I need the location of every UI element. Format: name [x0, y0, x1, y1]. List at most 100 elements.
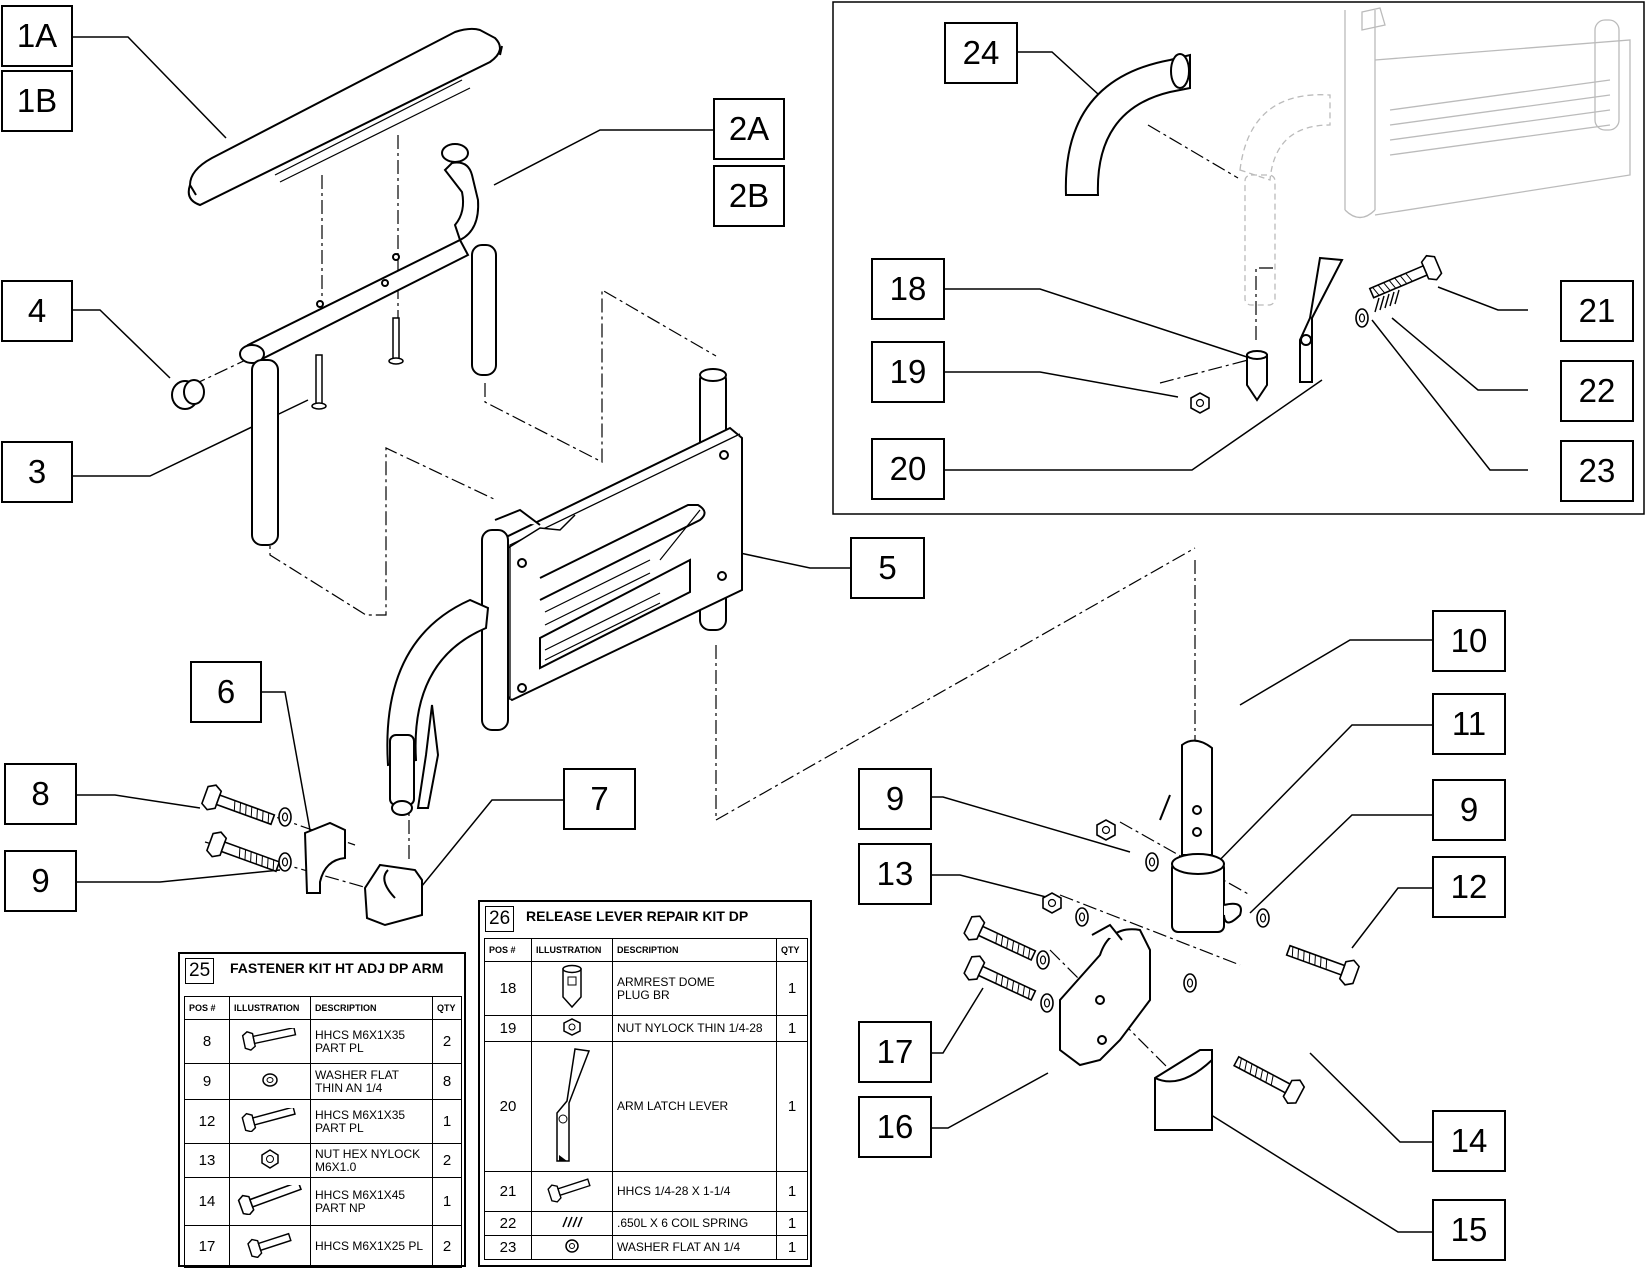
- table-row: 17 HHCS M6X1X25 PL 2: [184, 1225, 462, 1268]
- callout-15: 15: [1432, 1199, 1506, 1261]
- end-cap-4: [171, 379, 205, 410]
- callout-9-right-left: 9: [858, 768, 932, 830]
- callout-18: 18: [871, 258, 945, 320]
- callout-7: 7: [563, 768, 636, 830]
- row-pos: 22: [484, 1211, 532, 1236]
- washer-17: [1040, 993, 1054, 1013]
- row-qty: 2: [432, 1019, 462, 1064]
- latch-lever-icon: [531, 1041, 613, 1172]
- callout-11: 11: [1432, 693, 1506, 755]
- callout-10: 10: [1432, 610, 1506, 672]
- bolt-17-lower: [961, 952, 1040, 1009]
- callout-23: 23: [1560, 440, 1634, 502]
- row-qty: 2: [432, 1143, 462, 1178]
- ghost-frame: [1239, 7, 1631, 306]
- callout-13: 13: [858, 843, 932, 905]
- callout-21: 21: [1560, 280, 1634, 342]
- armrest-pad: [187, 27, 503, 207]
- dome-plug-icon: [531, 961, 613, 1016]
- washer-9-mid: [1075, 907, 1089, 927]
- row-qty: 1: [776, 1211, 808, 1236]
- row-description: ARM LATCH LEVER: [612, 1041, 777, 1172]
- callout-9-right: 9: [1432, 779, 1506, 841]
- table-row: 23 WASHER FLAT AN 1/4 1: [484, 1235, 808, 1260]
- washer-9-lower: [278, 852, 292, 872]
- callout-12: 12: [1432, 856, 1506, 918]
- row-pos: 12: [184, 1099, 230, 1144]
- short-bolt-icon: [229, 1225, 311, 1268]
- row-qty: 1: [432, 1099, 462, 1144]
- callout-8: 8: [4, 763, 77, 825]
- callout-1A: 1A: [1, 5, 73, 67]
- row-qty: 1: [776, 1171, 808, 1212]
- header-qty: QTY: [432, 996, 462, 1020]
- callout-14: 14: [1432, 1110, 1506, 1172]
- washer-17b: [1036, 950, 1050, 970]
- table-row: 20 ARM LATCH LEVER 1: [484, 1041, 808, 1172]
- row-qty: 1: [776, 961, 808, 1016]
- coil-spring-icon: [531, 1211, 613, 1236]
- row-qty: 2: [432, 1225, 462, 1268]
- row-description: WASHER FLAT AN 1/4: [612, 1235, 777, 1260]
- header-description: DESCRIPTION: [310, 996, 433, 1020]
- row-pos: 8: [184, 1019, 230, 1064]
- callout-24: 24: [944, 22, 1018, 84]
- row-pos: 13: [184, 1143, 230, 1178]
- kit-25-number: 25: [185, 958, 215, 984]
- callout-17: 17: [858, 1021, 932, 1083]
- washer-icon: [531, 1235, 613, 1260]
- inset-parts: [1064, 53, 1344, 402]
- callout-3: 3: [1, 441, 73, 503]
- header-qty: QTY: [776, 938, 808, 962]
- kit-26-title: RELEASE LEVER REPAIR KIT DP: [526, 908, 749, 924]
- arm-tube-upper: [239, 143, 497, 546]
- bolt-14: [1229, 1048, 1307, 1108]
- long-bolt-icon: [229, 1099, 311, 1144]
- header-illustration: ILLUSTRATION: [531, 938, 613, 962]
- hex-nut-icon: [229, 1143, 311, 1178]
- clamp-parts: [303, 821, 423, 927]
- kit-25-panel: 25 FASTENER KIT HT ADJ DP ARM POS # ILLU…: [178, 952, 466, 1268]
- row-pos: 17: [184, 1225, 230, 1268]
- row-description: HHCS M6X1X25 PL: [310, 1225, 433, 1268]
- row-description: NUT NYLOCK THIN 1/4-28: [612, 1015, 777, 1042]
- washer-9-far: [1256, 908, 1270, 928]
- washer-23: [1355, 308, 1369, 328]
- callout-1B: 1B: [1, 70, 73, 132]
- kit-26-panel: 26 RELEASE LEVER REPAIR KIT DP POS # ILL…: [478, 900, 812, 1267]
- row-description: HHCS 1/4-28 X 1-1/4: [612, 1171, 777, 1212]
- header-pos: POS #: [484, 938, 532, 962]
- callout-20: 20: [871, 438, 945, 500]
- long-bolt-icon: [229, 1177, 311, 1226]
- table-row: 19 NUT NYLOCK THIN 1/4-28 1: [484, 1015, 808, 1042]
- hex-nut-icon: [531, 1015, 613, 1042]
- row-pos: 9: [184, 1063, 230, 1100]
- row-qty: 1: [776, 1015, 808, 1042]
- table-row: 22 .650L X 6 COIL SPRING 1: [484, 1211, 808, 1236]
- nut-13-lower: [1042, 892, 1062, 914]
- washer-9-upper: [278, 807, 292, 827]
- washer-9-right: [1145, 852, 1159, 872]
- bolt-12: [1283, 937, 1362, 989]
- row-qty: 1: [776, 1041, 808, 1172]
- kit-26-table: POS # ILLUSTRATION DESCRIPTION QTY 18 AR…: [484, 938, 808, 1260]
- callout-22: 22: [1560, 360, 1634, 422]
- inset-frame: [832, 1, 1645, 515]
- callout-6: 6: [190, 661, 262, 723]
- row-pos: 20: [484, 1041, 532, 1172]
- spring-22: [1374, 289, 1400, 313]
- header-description: DESCRIPTION: [612, 938, 777, 962]
- table-row: 21 HHCS 1/4-28 X 1-1/4 1: [484, 1171, 808, 1212]
- row-pos: 14: [184, 1177, 230, 1226]
- kit-25-table: POS # ILLUSTRATION DESCRIPTION QTY 8 HHC…: [184, 996, 462, 1268]
